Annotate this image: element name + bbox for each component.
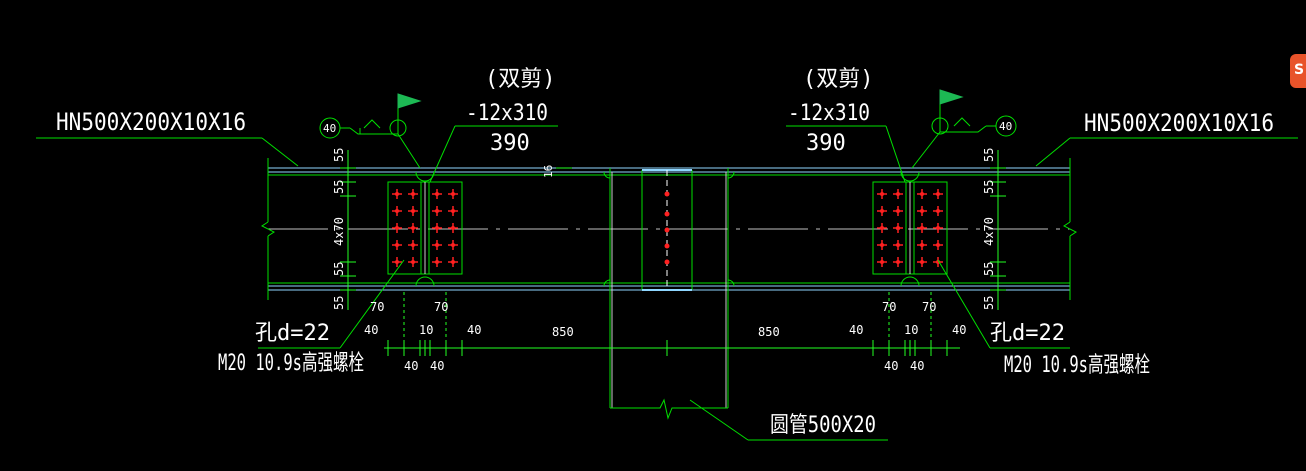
bolt-marker [408,257,418,267]
bolt-marker [448,240,458,250]
dim-right-h-40d: 40 [910,359,924,373]
dim-right-v4: 55 [982,262,996,276]
bolt-marker [893,206,903,216]
bolt-marker [893,257,903,267]
vertical-dim-right-lines [990,150,1006,310]
bolt-marker [933,257,943,267]
dim-right-h-10: 10 [904,323,918,337]
dim-right-plate-70b: 70 [922,300,936,314]
plate-length-right: 390 [806,131,846,156]
plate-label-left: -12x310 [466,101,548,126]
bolt-marker [893,189,903,199]
dim-left-h-40c: 40 [404,359,418,373]
bolt-label-left: M20 10.9s高强螺栓 [218,351,364,376]
bolt-marker [917,257,927,267]
plate-length-left: 390 [490,131,530,156]
vertical-dim-left-lines [340,150,356,310]
bolt-marker [432,189,442,199]
bolt-marker [448,257,458,267]
dim-right-h-40a: 40 [849,323,863,337]
bolt-marker [877,223,887,233]
logo-glyph: S [1294,62,1305,78]
bolt-marker [432,223,442,233]
dim-right-v2: 55 [982,180,996,194]
column-bolt-row [664,191,670,265]
bolt-marker [432,206,442,216]
bolt-marker [392,223,402,233]
bolt-marker [877,240,887,250]
hole-label-right: 孔d=22 [990,321,1065,346]
right-bolt-group [877,189,943,267]
right-splice-plate [872,171,948,287]
dim-left-h-40b: 40 [467,323,481,337]
hole-label-left: 孔d=22 [255,321,330,346]
dim-left-plate-70a: 70 [370,300,384,314]
app-logo-badge[interactable]: S [1290,54,1306,88]
dim-left-v4: 55 [332,262,346,276]
bolt-marker [893,240,903,250]
beam-label-right: HN500X200X10X16 [1084,109,1274,137]
weld-note-16: 16 [542,165,555,178]
bolt-marker [392,257,402,267]
weld-size-right: 40 [999,120,1012,133]
bolt-marker [917,189,927,199]
leader-lines [36,125,1298,441]
bolt-marker [448,206,458,216]
weld-symbol-right [911,89,1017,169]
bolt-marker [392,189,402,199]
bolt-marker [408,223,418,233]
plate-label-right: -12x310 [788,101,870,126]
column-label: 圆管500X20 [770,413,876,438]
bolt-marker [408,206,418,216]
dim-right-h-40c: 40 [884,359,898,373]
beam-label-left: HN500X200X10X16 [56,108,246,136]
bolt-marker [877,257,887,267]
dim-left-v5: 55 [332,296,346,310]
bolt-marker [408,189,418,199]
bolt-marker [877,206,887,216]
bolt-marker [432,240,442,250]
dim-span-left: 850 [552,325,574,339]
dim-left-h-40d: 40 [430,359,444,373]
bolt-marker [933,223,943,233]
bolt-marker [933,240,943,250]
dim-left-plate-70b: 70 [434,300,448,314]
bolt-marker [933,189,943,199]
bolt-marker [933,206,943,216]
weld-size-left: 40 [323,122,336,135]
dim-right-v5: 55 [982,296,996,310]
bolt-marker [448,223,458,233]
bolt-label-right: M20 10.9s高强螺栓 [1004,353,1150,378]
left-bolt-group [392,189,458,267]
column-geometry [603,168,735,420]
left-splice-plate [387,171,463,287]
dim-left-v2: 55 [332,180,346,194]
dim-right-plate-70a: 70 [882,300,896,314]
horizontal-dim-lines [384,292,960,356]
dim-left-h-40a: 40 [364,323,378,337]
bolt-marker [877,189,887,199]
bolt-marker [392,240,402,250]
dim-left-v1: 55 [332,148,346,162]
bolt-marker [448,189,458,199]
dim-right-h-40b: 40 [952,323,966,337]
weld-symbol-left [319,93,422,169]
bolt-marker [917,223,927,233]
bolt-marker [917,240,927,250]
bolt-marker [392,206,402,216]
bolt-marker [893,223,903,233]
shear-label-right: (双剪) [803,67,874,92]
dim-left-h-10: 10 [419,323,433,337]
shear-label-left: (双剪) [485,67,556,92]
bolt-marker [917,206,927,216]
dim-right-v3: 4x70 [982,217,996,246]
bolt-marker [432,257,442,267]
dim-right-v1: 55 [982,148,996,162]
dim-span-right: 850 [758,325,780,339]
dim-left-v3: 4x70 [332,217,346,246]
bolt-marker [408,240,418,250]
